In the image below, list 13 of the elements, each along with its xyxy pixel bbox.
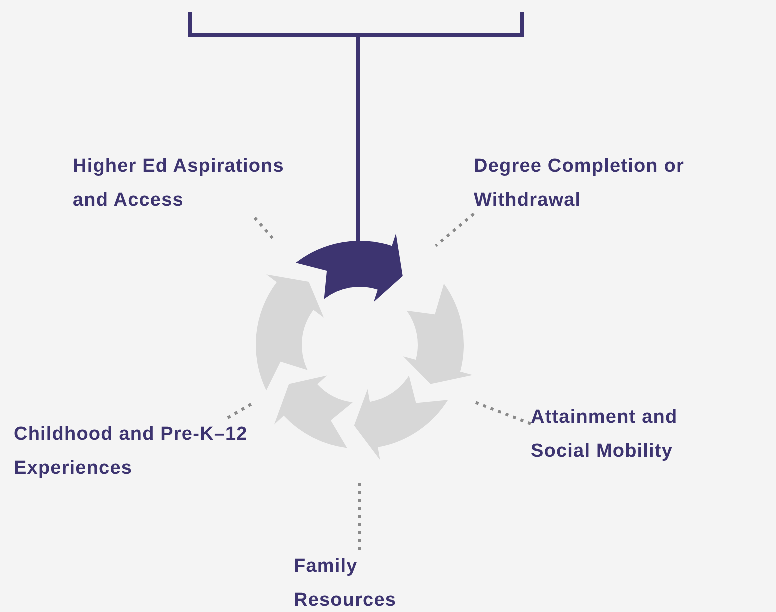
leader-line: [473, 400, 532, 426]
leader-line: [227, 402, 253, 420]
cycle-arrow-segment: [296, 234, 403, 302]
cycle-arrow-segment: [274, 376, 353, 448]
cycle-arrow-segment: [403, 284, 474, 384]
cycle-arrow-segment: [354, 376, 448, 460]
stage-label: Childhood and Pre-K–12 Experiences: [14, 418, 254, 486]
cycle-arrow-segment: [256, 274, 324, 391]
stage-label: Higher Ed Aspirations and Access: [73, 150, 323, 218]
leader-line: [435, 212, 475, 248]
stage-label: Degree Completion or Withdrawal: [474, 150, 774, 218]
stage-label: Family Resources: [294, 550, 414, 612]
stage-label: Attainment and Social Mobility: [531, 401, 731, 469]
